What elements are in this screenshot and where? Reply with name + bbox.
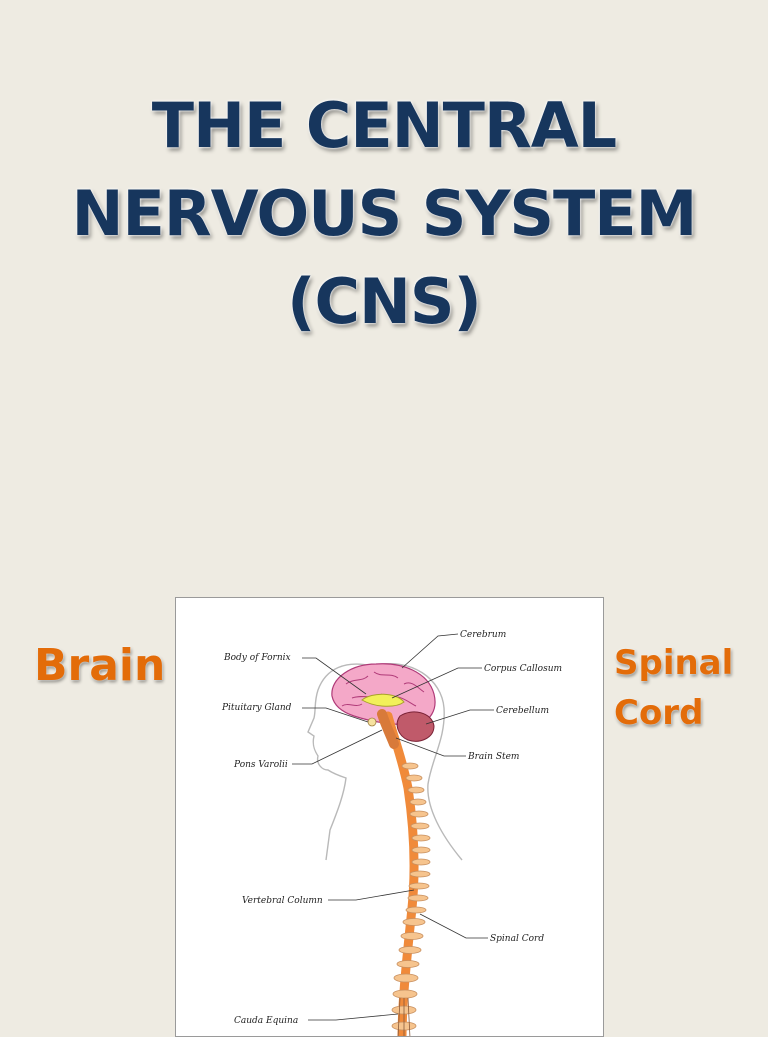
vertebra	[411, 858, 431, 866]
vertebra	[411, 834, 431, 842]
vertebra	[405, 906, 427, 914]
brain-stem-shape	[377, 709, 399, 749]
leader-body-of-fornix	[302, 657, 367, 695]
spinal-cord-label-line-1: Spinal	[614, 643, 734, 683]
annotation-vertebral-column: Vertebral Column	[242, 896, 323, 906]
annotation-pons-varolii: Pons Varolii	[233, 760, 288, 770]
vertebra	[392, 989, 418, 999]
vertebra	[402, 918, 426, 926]
vertebral-column	[391, 762, 431, 1031]
cns-anatomy-illustration: Cerebrum Body of Fornix Corpus Callosum …	[221, 630, 562, 1036]
annotation-cauda-equina: Cauda Equina	[234, 1016, 298, 1026]
leader-pons-varolii	[292, 729, 383, 765]
vertebra	[409, 798, 427, 806]
pituitary-gland-shape	[367, 717, 377, 727]
vertebra	[410, 822, 430, 830]
annotation-pituitary-gland: Pituitary Gland	[221, 703, 292, 713]
title-line-1: THE CENTRAL	[151, 89, 617, 162]
leader-spinal-cord	[419, 913, 488, 939]
vertebra	[409, 870, 431, 878]
cns-anatomy-figure: Cerebrum Body of Fornix Corpus Callosum …	[175, 597, 604, 1037]
leader-cerebellum	[425, 709, 494, 725]
annotation-cerebrum: Cerebrum	[460, 630, 506, 640]
leader-cerebrum	[401, 633, 459, 669]
vertebra	[411, 846, 431, 854]
vertebra	[400, 932, 424, 940]
back-outline	[371, 663, 463, 861]
head-outline	[307, 663, 373, 861]
spinal-cord-label-line-2: Cord	[614, 693, 704, 733]
vertebra	[407, 894, 429, 902]
page-title: THE CENTRAL NERVOUS SYSTEM (CNS)	[0, 82, 768, 346]
annotation-spinal-cord: Spinal Cord	[490, 934, 544, 944]
vertebra	[405, 774, 423, 782]
vertebra	[407, 786, 425, 794]
vertebra	[409, 810, 429, 818]
annotation-brain-stem: Brain Stem	[467, 752, 519, 762]
leader-cauda-equina	[308, 1013, 399, 1021]
leader-brain-stem	[395, 737, 466, 757]
cerebellum-shape	[396, 711, 435, 742]
annotation-cerebellum: Cerebellum	[496, 706, 549, 716]
leader-corpus-callosum	[391, 667, 482, 699]
vertebra	[393, 973, 419, 983]
annotation-body-of-fornix: Body of Fornix	[223, 653, 291, 663]
spinal-cord-label: Spinal Cord	[614, 638, 733, 738]
brain-label: Brain	[34, 640, 166, 691]
vertebra	[396, 960, 420, 968]
vertebra	[401, 762, 419, 770]
leader-vertebral-column	[328, 889, 415, 901]
annotation-corpus-callosum: Corpus Callosum	[484, 664, 562, 674]
title-line-3: (CNS)	[287, 265, 482, 338]
title-line-2: NERVOUS SYSTEM	[71, 177, 698, 250]
vertebra	[408, 882, 430, 890]
vertebra	[398, 946, 422, 954]
leader-pituitary-gland	[302, 707, 369, 723]
